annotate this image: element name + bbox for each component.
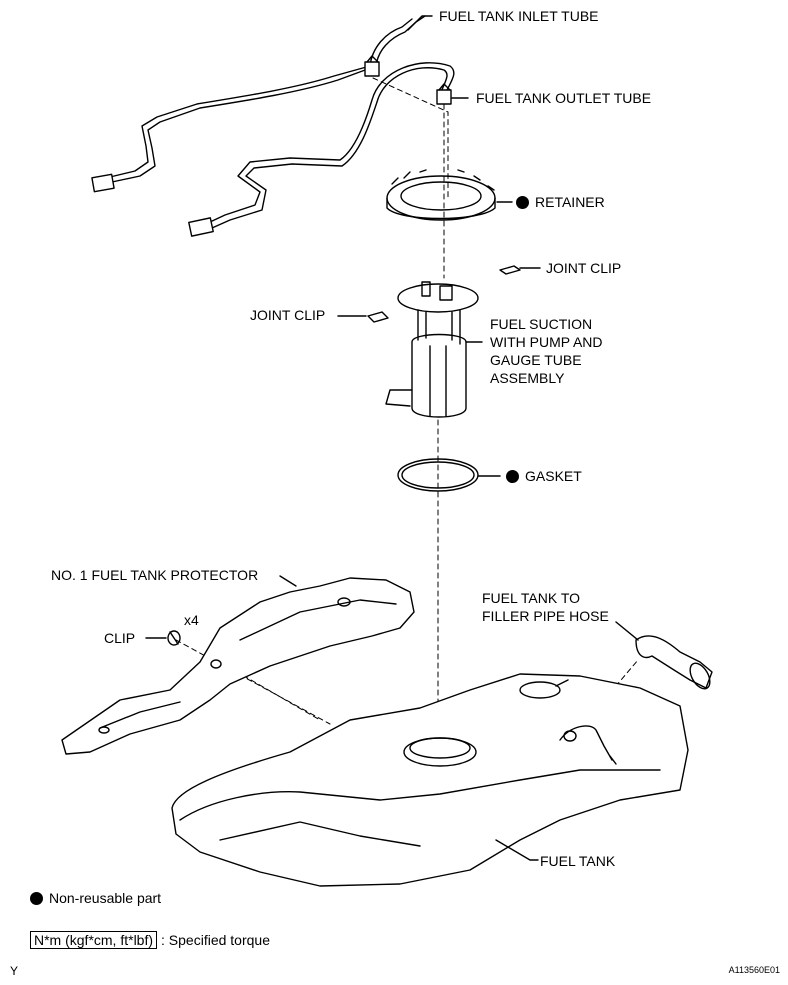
leader-fuel-tank (495, 839, 539, 861)
label-retainer: RETAINER (516, 194, 605, 211)
label-fuel-tank-inlet-tube: FUEL TANK INLET TUBE (439, 8, 599, 24)
label-joint-clip-right: JOINT CLIP (546, 260, 622, 276)
non-reusable-dot-icon (506, 470, 519, 483)
legend-non-reusable-text: Non-reusable part (49, 890, 162, 906)
non-reusable-dot-icon (516, 196, 529, 209)
label-clip: CLIP (104, 630, 136, 646)
label-fuel-suction-3: GAUGE TUBE (490, 352, 582, 368)
legend-torque: N*m (kgf*cm, ft*lbf): Specified torque (30, 931, 270, 949)
label-filler-hose-1: FUEL TANK TO (482, 590, 581, 606)
label-clip-qty: x4 (184, 612, 199, 628)
label-retainer-text: RETAINER (535, 194, 605, 210)
joint-clip-left-part (367, 311, 389, 323)
fuel-suction-pump-assembly (385, 281, 479, 418)
gasket (397, 458, 479, 492)
label-gasket: GASKET (506, 468, 582, 485)
retainer (386, 169, 496, 221)
torque-box: N*m (kgf*cm, ft*lbf) (30, 931, 158, 949)
label-filler-hose-2: FILLER PIPE HOSE (482, 608, 609, 624)
legend-non-reusable: Non-reusable part (30, 890, 161, 907)
figure-id: A113560E01 (728, 965, 780, 975)
leader-inlet (407, 15, 433, 31)
leader-filler-hose (615, 621, 639, 641)
clip-part (167, 630, 181, 646)
label-fuel-tank-outlet-tube: FUEL TANK OUTLET TUBE (476, 90, 652, 106)
label-joint-clip-left: JOINT CLIP (250, 307, 326, 323)
leader-protector (279, 575, 297, 587)
fuel-tank-protector (61, 577, 415, 755)
label-protector: NO. 1 FUEL TANK PROTECTOR (51, 567, 259, 583)
non-reusable-dot-icon (30, 892, 43, 905)
joint-clip-right-part (499, 265, 521, 275)
label-fuel-suction-4: ASSEMBLY (490, 370, 565, 386)
legend-torque-text: : Specified torque (161, 932, 270, 948)
label-fuel-tank: FUEL TANK (540, 853, 616, 869)
label-fuel-suction-1: FUEL SUCTION (490, 316, 593, 332)
fuel-tank-inlet-tube (91, 15, 426, 193)
filler-pipe-hose (635, 635, 713, 690)
label-gasket-text: GASKET (525, 468, 582, 484)
fuel-tank-outlet-tube (188, 62, 455, 237)
fuel-tank (171, 673, 689, 887)
label-fuel-suction-2: WITH PUMP AND (490, 334, 603, 350)
corner-left-mark: Y (10, 964, 19, 978)
